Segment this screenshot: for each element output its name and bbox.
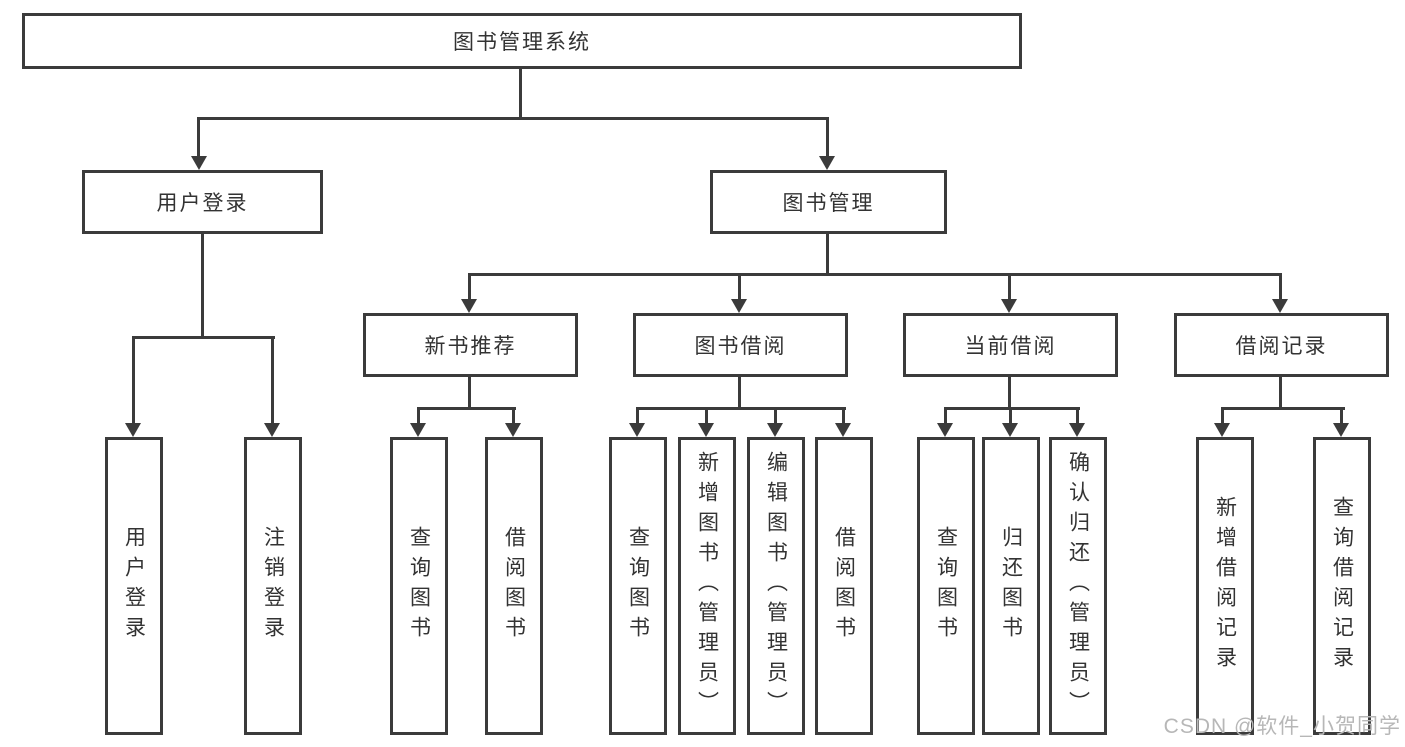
connector-line — [201, 233, 204, 336]
arrow-down-icon — [264, 423, 280, 437]
connector-line — [842, 407, 845, 425]
connector-line — [1340, 407, 1343, 425]
connector-line — [468, 273, 471, 300]
connector-line — [468, 376, 471, 410]
arrow-down-icon — [1272, 299, 1288, 313]
connector-line — [826, 117, 829, 157]
watermark: CSDN @软件_小贺同学 — [1163, 715, 1401, 738]
connector-line — [636, 407, 846, 410]
node-book-borrowing: 图书借阅 — [633, 313, 848, 377]
node-user-login: 用户登录 — [82, 170, 323, 234]
connector-line — [1076, 407, 1079, 425]
connector-line — [705, 407, 708, 425]
connector-line — [1279, 376, 1282, 410]
node-library-management-system: 图书管理系统 — [22, 13, 1022, 69]
connector-line — [1221, 407, 1224, 425]
arrow-down-icon — [191, 156, 207, 170]
arrow-down-icon — [1333, 423, 1349, 437]
connector-line — [132, 336, 275, 339]
arrow-down-icon — [629, 423, 645, 437]
node-borrow-books: 借阅图书 — [815, 437, 873, 735]
arrow-down-icon — [819, 156, 835, 170]
arrow-down-icon — [731, 299, 747, 313]
connector-line — [417, 407, 516, 410]
connector-line — [271, 336, 274, 424]
connector-line — [738, 273, 741, 300]
connector-line — [774, 407, 777, 425]
connector-line — [944, 407, 947, 425]
arrow-down-icon — [767, 423, 783, 437]
node-current-borrowing: 当前借阅 — [903, 313, 1118, 377]
arrow-down-icon — [505, 423, 521, 437]
node-query-books: 查询图书 — [609, 437, 667, 735]
node-borrow-books: 借阅图书 — [485, 437, 543, 735]
node-query-borrowing-record: 查询借阅记录 — [1313, 437, 1371, 735]
node-edit-book-admin: 编辑图书（管理员） — [747, 437, 805, 735]
connector-line — [944, 407, 1080, 410]
node-new-book-recommendation: 新书推荐 — [363, 313, 578, 377]
connector-line — [1009, 407, 1012, 425]
connector-line — [1008, 273, 1011, 300]
connector-line — [468, 273, 1282, 276]
node-borrowing-records: 借阅记录 — [1174, 313, 1389, 377]
arrow-down-icon — [461, 299, 477, 313]
node-confirm-return-admin: 确认归还（管理员） — [1049, 437, 1107, 735]
connector-line — [197, 117, 200, 157]
connector-line — [738, 376, 741, 410]
arrow-down-icon — [1001, 299, 1017, 313]
connector-line — [1279, 273, 1282, 300]
connector-line — [1221, 407, 1345, 410]
node-book-management: 图书管理 — [710, 170, 947, 234]
connector-line — [198, 117, 829, 120]
arrow-down-icon — [1214, 423, 1230, 437]
arrow-down-icon — [125, 423, 141, 437]
connector-line — [512, 407, 515, 425]
node-logout: 注销登录 — [244, 437, 302, 735]
arrow-down-icon — [835, 423, 851, 437]
node-user-login-action: 用户登录 — [105, 437, 163, 735]
node-query-books: 查询图书 — [917, 437, 975, 735]
connector-line — [132, 336, 135, 424]
arrow-down-icon — [698, 423, 714, 437]
connector-line — [1008, 376, 1011, 410]
node-query-books: 查询图书 — [390, 437, 448, 735]
arrow-down-icon — [410, 423, 426, 437]
arrow-down-icon — [1069, 423, 1085, 437]
connector-line — [826, 233, 829, 276]
connector-line — [417, 407, 420, 425]
arrow-down-icon — [1002, 423, 1018, 437]
connector-line — [519, 68, 522, 118]
node-return-books: 归还图书 — [982, 437, 1040, 735]
connector-line — [636, 407, 639, 425]
node-add-book-admin: 新增图书（管理员） — [678, 437, 736, 735]
arrow-down-icon — [937, 423, 953, 437]
node-add-borrowing-record: 新增借阅记录 — [1196, 437, 1254, 735]
